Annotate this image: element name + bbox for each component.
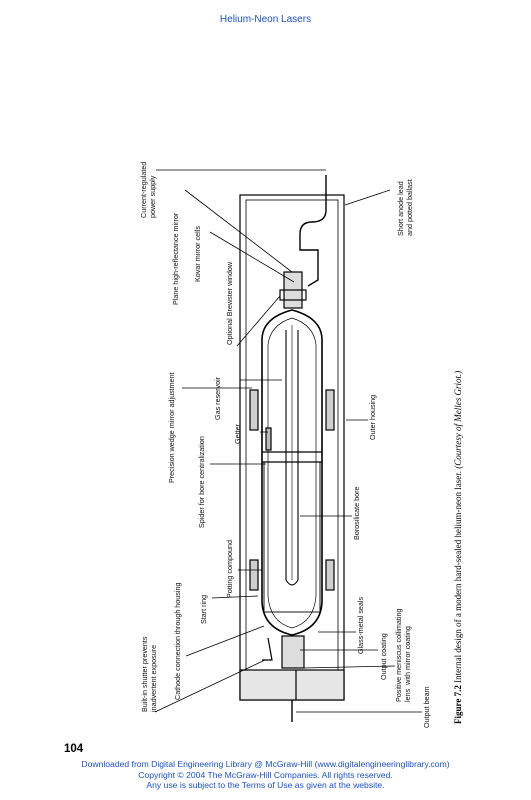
label-short-anode: Short anode lead and potted ballast: [396, 179, 414, 236]
label-brewster: Optional Brewster window: [225, 261, 234, 345]
figure-number: Figure 7.2: [453, 685, 463, 724]
label-spider: Spider for bore centralization: [197, 436, 206, 528]
glass-envelope: [261, 309, 323, 636]
label-shutter: Built-in shutter prevents inadvertent ex…: [140, 636, 158, 712]
footer-line-copyright: Copyright © 2004 The McGraw-Hill Compani…: [138, 769, 393, 780]
footer-line-download: Downloaded from Digital Engineering Libr…: [81, 759, 450, 769]
caption-text: Internal design of a modern hard-sealed …: [453, 468, 463, 686]
label-meniscus: Positive meniscus collimating lens with …: [394, 608, 412, 702]
label-output-coating: Output coating: [379, 633, 388, 680]
label-getter: Getter: [233, 424, 242, 444]
label-outer-housing: Outer housing: [368, 394, 377, 440]
label-cathode: Cathode connection through housing: [173, 582, 182, 701]
label-output-beam: Output beam: [422, 686, 431, 728]
figure-caption: Figure 7.2 Internal design of a modern h…: [452, 284, 464, 724]
anode-lead: [299, 175, 327, 287]
bottom-mirror-mount: [281, 635, 305, 669]
label-precision: Precision wedge mirror adjustment: [167, 372, 176, 483]
label-plane-mirror: Plane high-reflectance mirror: [171, 212, 180, 305]
label-potting: Potting compound: [225, 540, 234, 598]
footer: Downloaded from Digital Engineering Libr…: [0, 759, 531, 791]
footer-line-terms: Any use is subject to the Terms of Use a…: [146, 780, 385, 790]
label-glass-metal: Glass-metal seals: [356, 596, 365, 654]
base-block: [239, 669, 345, 701]
running-head: Helium-Neon Lasers: [219, 14, 312, 25]
caption-courtesy: (Courtesy of Melles Griot.): [453, 370, 463, 469]
label-start-ring: Start ring: [199, 594, 208, 624]
bore: [285, 330, 299, 586]
label-kovar: Kovar mirror cells: [193, 226, 202, 282]
label-gas-reservoir: Gas reservoir: [213, 376, 222, 420]
page-number: 104: [64, 743, 84, 755]
label-current-regulated: Current-regulated power supply: [139, 161, 157, 218]
label-borosilicate: Borosilicate bore: [352, 486, 361, 540]
